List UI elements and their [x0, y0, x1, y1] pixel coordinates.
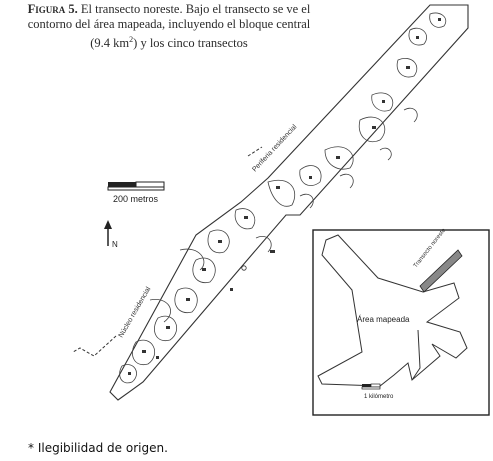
- mapped-contours: [119, 12, 447, 384]
- transect-dashed-extension: [72, 335, 117, 357]
- figure-label: Figura 5.: [27, 2, 78, 16]
- inset-scale-bar: 1 kilómetro: [361, 383, 394, 400]
- main-scale-bar: 200 metros: [107, 181, 165, 204]
- caption-line-2: contorno del área mapeada, incluyendo el…: [27, 17, 311, 31]
- figure-caption: Figura 5. El transecto noreste. Bajo el …: [4, 2, 334, 51]
- inset-area-label: Área mapeada: [357, 315, 410, 324]
- caption-line-1: El transecto noreste. Bajo el transecto …: [80, 2, 311, 16]
- inset-mapped-area: [317, 234, 468, 387]
- periphery-top-label: Periferia residencial: [251, 123, 298, 173]
- inset-frame: [312, 229, 490, 416]
- structure-marks: [128, 18, 441, 375]
- north-arrow: N: [104, 220, 118, 249]
- periphery-left-label: Núcleo residencial: [118, 286, 153, 339]
- caption-line-3b: ) y los cinco transectos: [133, 36, 248, 51]
- north-label: N: [112, 240, 118, 249]
- illegibility-note: * Ilegibilidad de origen.: [28, 441, 168, 455]
- inset-scale-label: 1 kilómetro: [364, 394, 394, 400]
- caption-line-3a: (9.4 km: [90, 36, 130, 51]
- inset-lower-arm: [411, 329, 421, 381]
- periphery-dashed-line: [247, 146, 263, 157]
- caption-superscript: 2: [129, 35, 134, 44]
- transect-outline: [109, 4, 469, 401]
- north-arrow-icon: [104, 220, 112, 229]
- main-scale-label: 200 metros: [113, 194, 159, 204]
- inset-transect-ne: [419, 249, 463, 293]
- transect-map-figure: 200 metros N Periferia residencial Núcle…: [72, 4, 490, 416]
